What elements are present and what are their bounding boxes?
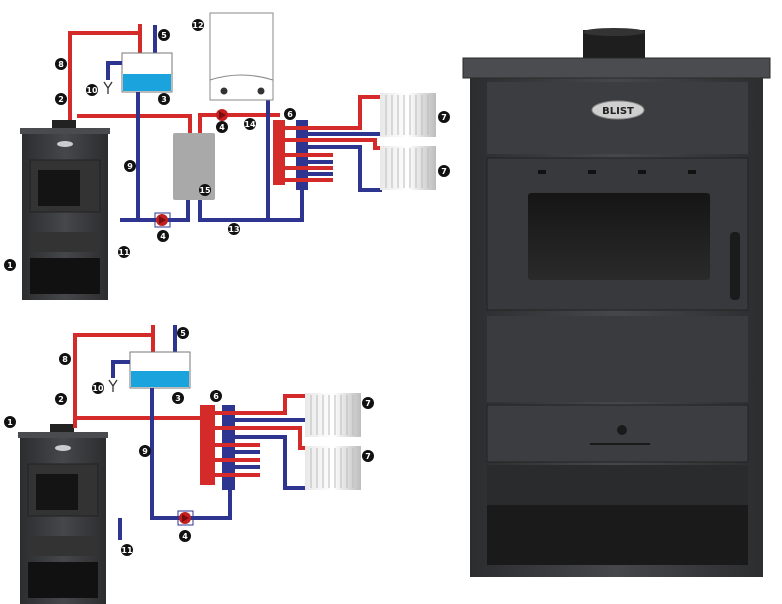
- marker-number: 10: [92, 384, 104, 393]
- marker-number: 2: [58, 95, 64, 104]
- marker-number: 1: [7, 261, 13, 270]
- radiator: [304, 392, 362, 438]
- marker-badge: [124, 160, 136, 172]
- marker-badge: [362, 397, 374, 409]
- radiator: [379, 145, 437, 191]
- marker-number: 10: [86, 86, 98, 95]
- marker-number: 7: [365, 399, 371, 408]
- marker-number: 6: [287, 110, 293, 119]
- solid-fuel-stove-small: [19, 119, 111, 301]
- marker-badge: [210, 390, 222, 402]
- marker-badge: [216, 121, 228, 133]
- marker-number: 5: [161, 31, 167, 40]
- marker-number: 7: [441, 167, 447, 176]
- marker-badge: [192, 19, 204, 31]
- marker-badge: [55, 58, 67, 70]
- marker-badge: [177, 327, 189, 339]
- marker-badge: [139, 445, 151, 457]
- marker-number: 7: [441, 113, 447, 122]
- marker-number: 7: [365, 452, 371, 461]
- marker-badge: [157, 230, 169, 242]
- marker-badge: [179, 530, 191, 542]
- marker-badge: [121, 544, 133, 556]
- marker-badge: [92, 382, 104, 394]
- marker-badge: [284, 108, 296, 120]
- marker-badge: [55, 93, 67, 105]
- marker-badge: [158, 29, 170, 41]
- marker-number: 11: [121, 546, 133, 555]
- marker-badge: [228, 223, 240, 235]
- radiator: [304, 445, 362, 491]
- marker-number: 8: [58, 60, 64, 69]
- drain-valve-icon: [103, 81, 113, 95]
- marker-number: 1: [7, 418, 13, 427]
- door-handle[interactable]: [730, 232, 740, 300]
- marker-number: 6: [213, 392, 219, 401]
- manifold-supply: [273, 120, 285, 185]
- marker-number: 11: [118, 248, 130, 257]
- brand-logo: [591, 100, 645, 120]
- marker-number: 12: [192, 21, 203, 30]
- marker-badge: [59, 353, 71, 365]
- marker-badge: [55, 393, 67, 405]
- radiator: [379, 92, 437, 138]
- marker-badge: [362, 450, 374, 462]
- marker-badge: [199, 184, 211, 196]
- marker-number: 14: [244, 120, 256, 129]
- marker-number: 5: [180, 329, 186, 338]
- manifold-return: [222, 405, 235, 490]
- solid-fuel-stove-small: [17, 423, 109, 604]
- top-scheme: [19, 12, 437, 301]
- marker-number: 9: [127, 162, 133, 171]
- marker-number: 13: [228, 225, 239, 234]
- marker-number: 2: [58, 395, 64, 404]
- bottom-scheme-markers: 1 2 3 4 5 6 7 7 8 9 10 11: [4, 327, 374, 556]
- marker-number: 4: [182, 532, 188, 541]
- marker-badge: [172, 392, 184, 404]
- manifold-supply: [200, 405, 215, 485]
- marker-number: 3: [161, 95, 167, 104]
- ash-drawer[interactable]: [486, 404, 749, 463]
- buffer-boiler: [173, 133, 215, 200]
- marker-badge: [86, 84, 98, 96]
- marker-badge: [118, 246, 130, 258]
- marker-number: 3: [175, 394, 181, 403]
- marker-badge: [158, 93, 170, 105]
- marker-number: 9: [142, 447, 148, 456]
- marker-number: 8: [62, 355, 68, 364]
- marker-badge: [4, 259, 16, 271]
- marker-number: 15: [199, 186, 211, 195]
- marker-number: 4: [219, 123, 225, 132]
- wall-gas-boiler: [209, 12, 274, 101]
- marker-number: 4: [160, 232, 166, 241]
- marker-badge: [244, 118, 256, 130]
- brand-logo-text: BLIST: [602, 106, 634, 117]
- stove-product-photo: BLIST: [462, 28, 771, 577]
- marker-badge: [438, 165, 450, 177]
- drain-valve-icon: [108, 379, 118, 393]
- marker-badge: [4, 416, 16, 428]
- marker-badge: [438, 111, 450, 123]
- bottom-scheme: [17, 325, 362, 604]
